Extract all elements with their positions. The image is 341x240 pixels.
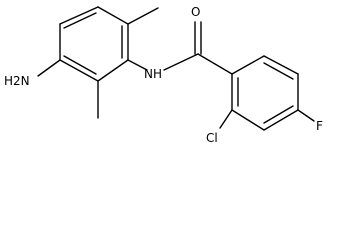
bond-amine xyxy=(37,59,61,77)
bond-ring-nh xyxy=(127,59,148,71)
bond-ring1-4 xyxy=(97,59,129,82)
label-chloro: Cl xyxy=(206,131,218,145)
bond-ring1-3b xyxy=(63,55,97,75)
bond-nh-carbonyl xyxy=(163,53,199,71)
bond-ring2-2b xyxy=(263,62,294,80)
bond-ring1-1 xyxy=(59,6,99,25)
bond-methyl-top xyxy=(127,7,159,25)
bonds xyxy=(37,6,315,131)
bond-ring1-6 xyxy=(97,6,129,25)
label-amide-nh: NH xyxy=(144,67,162,81)
label-fluoro: F xyxy=(316,119,323,133)
bond-ring2-2 xyxy=(263,55,299,75)
bond-chloro xyxy=(219,109,233,129)
bond-ring1-1b xyxy=(63,12,97,29)
bond-ring2-4 xyxy=(263,109,299,131)
label-carbonyl-o: O xyxy=(191,5,200,19)
bond-ring2-4b xyxy=(263,105,294,124)
bond-carbonyl-ring xyxy=(197,53,233,75)
bond-fluoro xyxy=(297,109,315,122)
atom-labels: H2N NH O Cl F xyxy=(4,5,323,145)
bond-ring2-1 xyxy=(231,55,265,75)
label-amine: H2N xyxy=(4,74,30,88)
bond-ring1-3 xyxy=(59,59,99,82)
bond-ring2-5 xyxy=(231,109,265,131)
molecule-diagram: H2N NH O Cl F xyxy=(4,5,323,145)
